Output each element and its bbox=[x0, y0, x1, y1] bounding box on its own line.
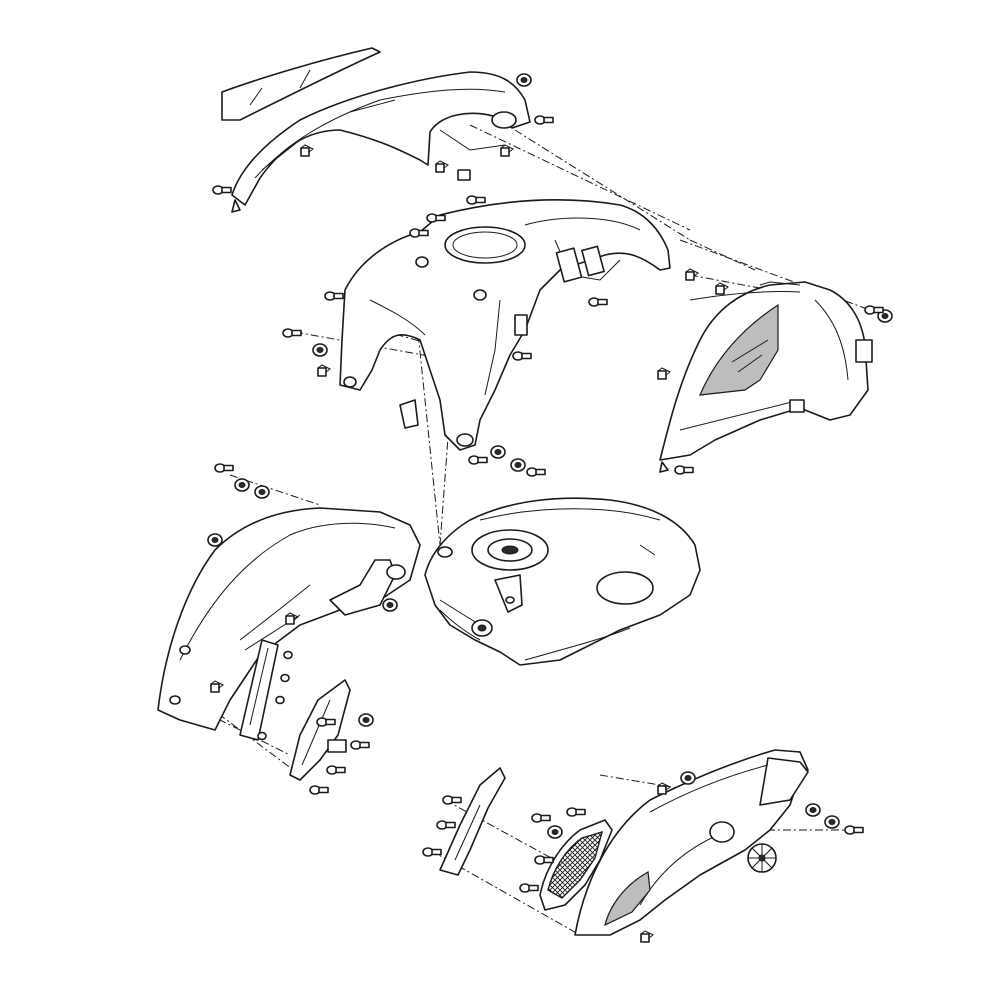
fan-wheel bbox=[747, 843, 777, 873]
top-cover-panel bbox=[212, 47, 554, 213]
left-side-cover bbox=[157, 463, 421, 731]
right-lower-cover bbox=[422, 749, 864, 943]
left-lower-panel bbox=[289, 679, 374, 795]
right-side-cover bbox=[657, 281, 893, 475]
fuel-tank bbox=[424, 497, 701, 666]
upper-tank-cover bbox=[282, 195, 699, 477]
left-inner-bracket bbox=[239, 639, 293, 741]
